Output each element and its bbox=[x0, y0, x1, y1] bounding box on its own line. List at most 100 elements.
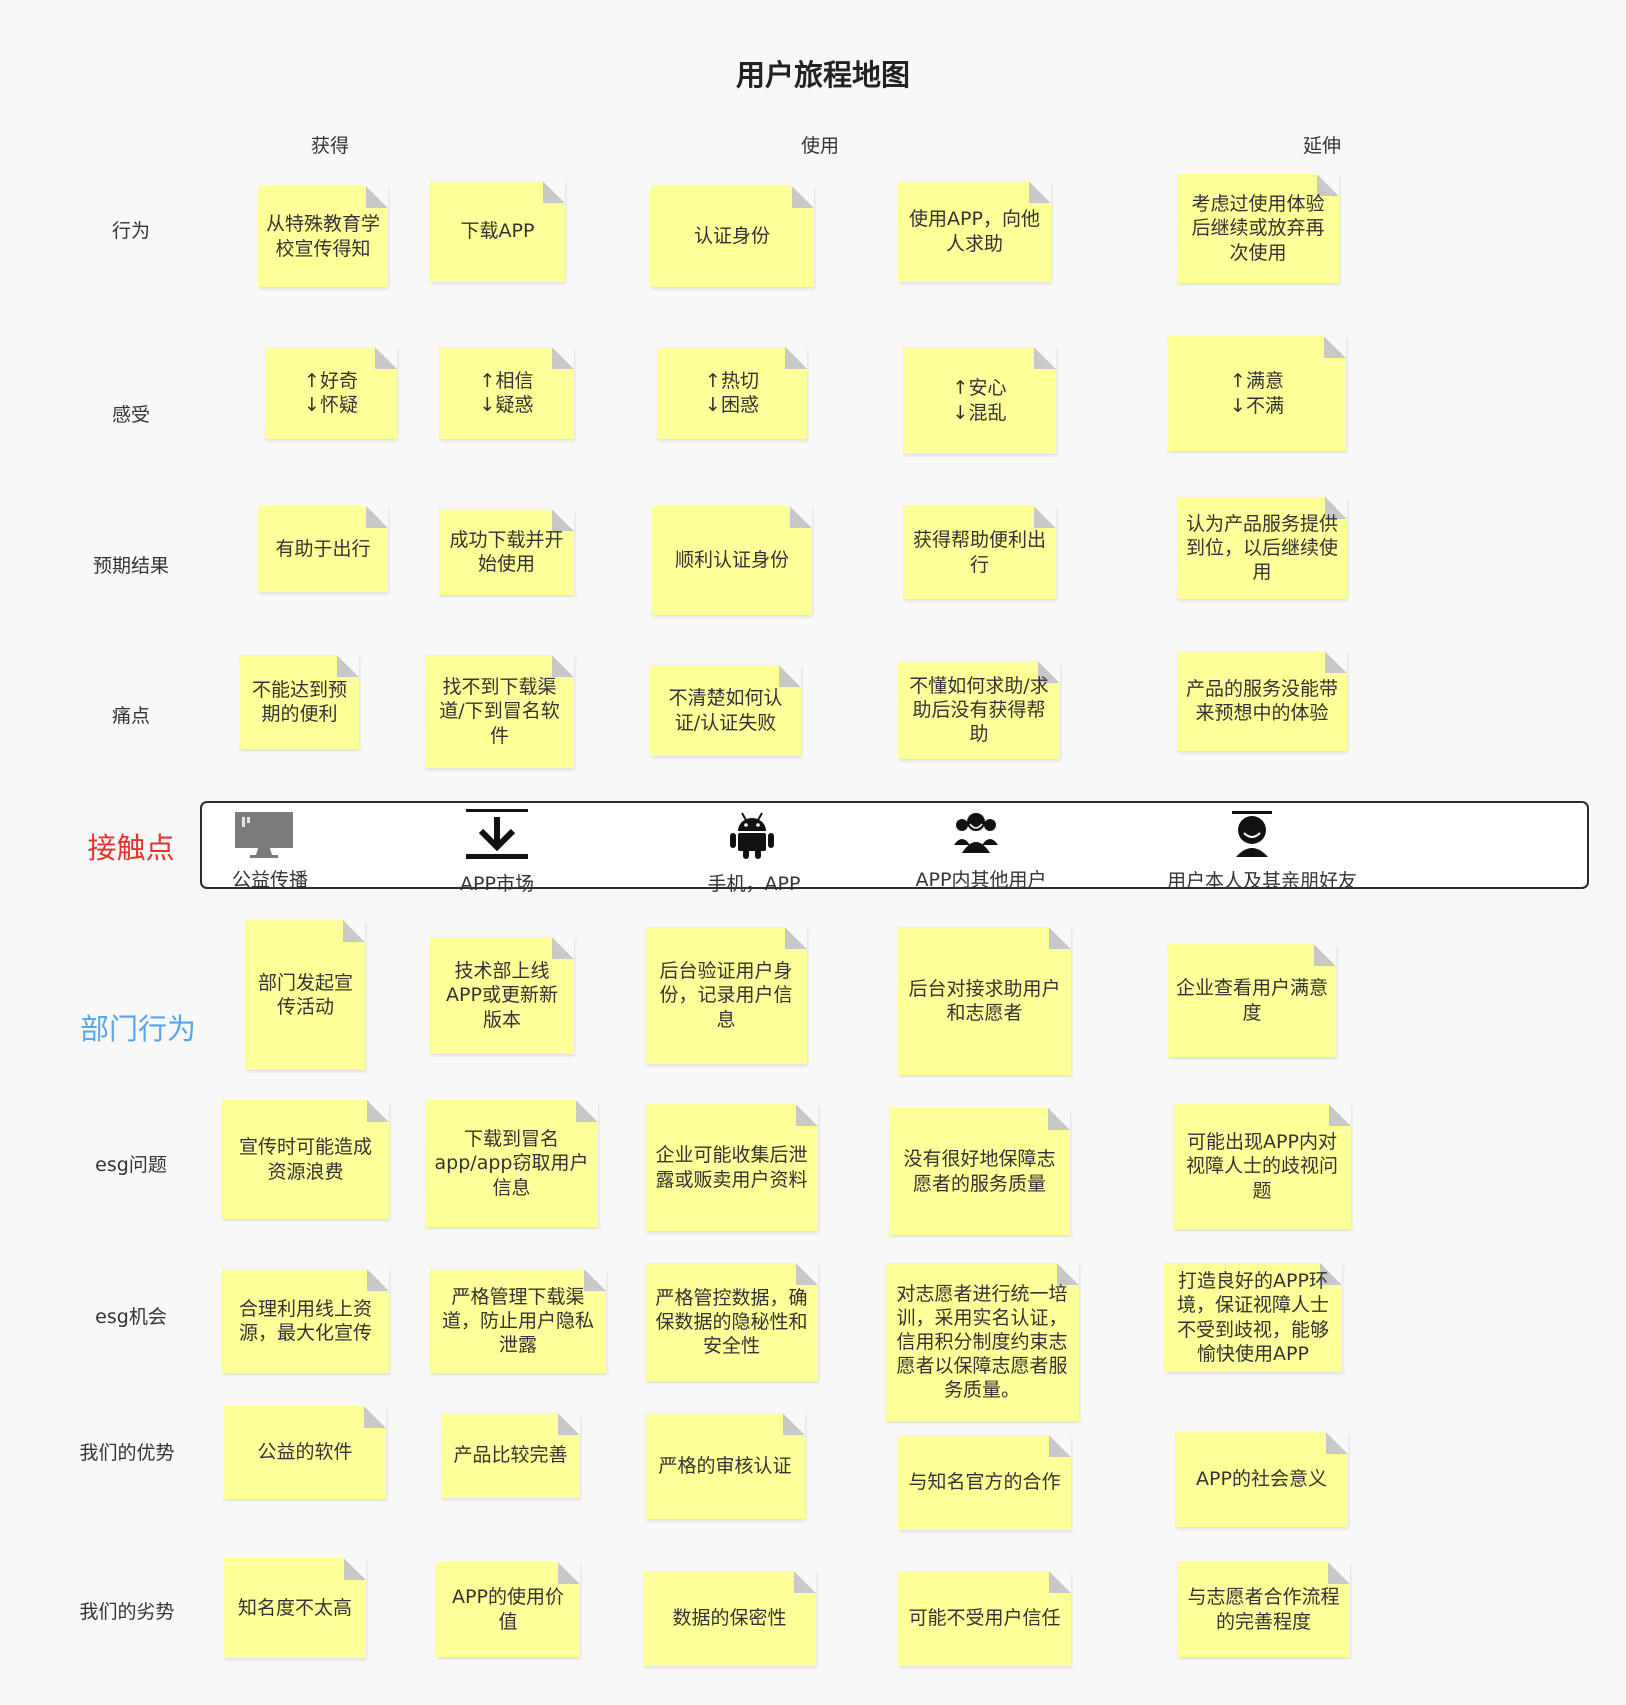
sticky-note: 对志愿者进行统一培训，采用实名认证，信用积分制度约束志愿者以保障志愿者服务质量。 bbox=[885, 1263, 1079, 1421]
sticky-note-text: 下载到冒名app/app窃取用户信息 bbox=[434, 1128, 589, 1199]
sticky-note: 从特殊教育学校宣传得知 bbox=[258, 186, 388, 287]
touchpoint-label: APP内其他用户 bbox=[915, 869, 1047, 891]
sticky-note-text: 从特殊教育学校宣传得知 bbox=[266, 213, 381, 260]
sticky-note-text: 可能出现APP内对视障人士的歧视问题 bbox=[1185, 1131, 1338, 1202]
sticky-note: 数据的保密性 bbox=[643, 1571, 816, 1666]
sticky-note-text: ↑好奇 ↓怀疑 bbox=[304, 369, 358, 416]
sticky-note-text: 后台验证用户身份，记录用户信息 bbox=[659, 960, 793, 1031]
sticky-note-text: 严格的审核认证 bbox=[658, 1454, 792, 1477]
sticky-note: 合理利用线上资源，最大化宣传 bbox=[222, 1269, 389, 1373]
sticky-note-text: 使用APP，向他人求助 bbox=[909, 208, 1040, 255]
sticky-note: 下载APP bbox=[430, 181, 565, 282]
sticky-note: 产品比较完善 bbox=[441, 1413, 580, 1498]
sticky-note-text: 企业可能收集后泄露或贩卖用户资料 bbox=[655, 1144, 808, 1191]
sticky-note-text: ↑满意 ↓不满 bbox=[1230, 370, 1284, 417]
sticky-note: ↑热切 ↓困惑 bbox=[657, 347, 807, 439]
sticky-note: 企业查看用户满意度 bbox=[1168, 944, 1336, 1057]
sticky-note: 宣传时可能造成资源浪费 bbox=[222, 1100, 389, 1219]
sticky-note-text: 不清楚如何认证/认证失败 bbox=[668, 687, 783, 734]
android-icon bbox=[729, 811, 775, 859]
sticky-note: ↑满意 ↓不满 bbox=[1168, 336, 1346, 451]
user-group-icon bbox=[954, 811, 998, 853]
sticky-note-text: 下载APP bbox=[460, 220, 535, 243]
sticky-note: 严格管控数据，确保数据的隐秘性和安全性 bbox=[645, 1263, 818, 1381]
monitor-icon bbox=[234, 811, 294, 859]
touchpoint-label: 公益传播 bbox=[231, 869, 308, 891]
sticky-note: APP的社会意义 bbox=[1175, 1432, 1348, 1527]
sticky-note-text: 获得帮助便利出行 bbox=[912, 529, 1046, 576]
sticky-note-text: 严格管理下载渠道，防止用户隐私泄露 bbox=[441, 1285, 594, 1357]
sticky-note-text: APP的使用价值 bbox=[452, 1586, 564, 1633]
sticky-note-text: 可能不受用户信任 bbox=[908, 1607, 1061, 1630]
sticky-note-text: 与知名官方的合作 bbox=[908, 1471, 1061, 1494]
row-label-feeling: 感受 bbox=[111, 404, 150, 426]
sticky-note: 严格的审核认证 bbox=[645, 1413, 805, 1519]
phase-label-use: 使用 bbox=[800, 135, 839, 157]
sticky-note-text: 顺利认证身份 bbox=[674, 549, 789, 572]
sticky-note-text: 找不到下载渠道/下到冒名软件 bbox=[439, 676, 560, 747]
sticky-note: 使用APP，向他人求助 bbox=[898, 181, 1051, 282]
sticky-note-text: 有助于出行 bbox=[275, 537, 371, 560]
phase-label-extend: 延伸 bbox=[1302, 135, 1341, 157]
sticky-note: 技术部上线APP或更新新版本 bbox=[430, 937, 574, 1054]
row-label-expected-result: 预期结果 bbox=[92, 555, 169, 577]
sticky-note: 严格管理下载渠道，防止用户隐私泄露 bbox=[430, 1269, 606, 1373]
phase-label-acquire: 获得 bbox=[310, 135, 349, 157]
sticky-note-text: 不能达到预期的便利 bbox=[251, 678, 347, 725]
sticky-note-text: 对志愿者进行统一培训，采用实名认证，信用积分制度约束志愿者以保障志愿者服务质量。 bbox=[896, 1282, 1068, 1402]
sticky-note-text: 产品比较完善 bbox=[453, 1444, 568, 1467]
sticky-note-text: 严格管控数据，确保数据的隐秘性和安全性 bbox=[655, 1286, 808, 1358]
sticky-note-text: ↑相信 ↓疑惑 bbox=[479, 369, 534, 416]
sticky-note: 成功下载并开始使用 bbox=[439, 509, 574, 595]
sticky-note: 后台验证用户身份，记录用户信息 bbox=[645, 927, 807, 1064]
user-icon bbox=[1232, 811, 1272, 857]
sticky-note: 认为产品服务提供到位，以后继续使用 bbox=[1177, 497, 1347, 599]
sticky-note: 顺利认证身份 bbox=[652, 506, 812, 615]
sticky-note-text: 不懂如何求助/求助后没有获得帮助 bbox=[909, 674, 1049, 746]
sticky-note: 可能出现APP内对视障人士的歧视问题 bbox=[1173, 1104, 1351, 1229]
row-label-esg-issue: esg问题 bbox=[95, 1154, 167, 1176]
sticky-note-text: 知名度不太高 bbox=[237, 1596, 352, 1619]
sticky-note: 知名度不太高 bbox=[224, 1558, 366, 1658]
sticky-note: 有助于出行 bbox=[258, 506, 388, 592]
sticky-note-text: 认为产品服务提供到位，以后继续使用 bbox=[1185, 512, 1338, 584]
sticky-note: 不懂如何求助/求助后没有获得帮助 bbox=[898, 661, 1060, 759]
sticky-note: ↑好奇 ↓怀疑 bbox=[265, 347, 397, 439]
download-icon bbox=[466, 809, 528, 859]
sticky-note: 产品的服务没能带来预想中的体验 bbox=[1177, 651, 1347, 751]
row-label-weaknesses: 我们的劣势 bbox=[79, 1601, 175, 1623]
sticky-note-text: 没有很好地保障志愿者的服务质量 bbox=[903, 1148, 1056, 1195]
sticky-note-text: 合理利用线上资源，最大化宣传 bbox=[238, 1297, 372, 1344]
sticky-note-text: ↑安心 ↓混乱 bbox=[952, 377, 1007, 424]
row-label-behavior: 行为 bbox=[111, 220, 150, 242]
sticky-note-text: 认证身份 bbox=[693, 225, 770, 248]
sticky-note-text: 与志愿者合作流程的完善程度 bbox=[1187, 1586, 1340, 1633]
row-label-touchpoint: 接触点 bbox=[87, 831, 175, 865]
sticky-note: 考虑过使用体验后继续或放弃再次使用 bbox=[1177, 174, 1339, 283]
sticky-note: 与志愿者合作流程的完善程度 bbox=[1177, 1562, 1350, 1657]
sticky-note-text: ↑热切 ↓困惑 bbox=[705, 369, 759, 416]
sticky-note: 没有很好地保障志愿者的服务质量 bbox=[889, 1108, 1070, 1235]
sticky-note-text: 企业查看用户满意度 bbox=[1176, 977, 1329, 1024]
sticky-note-text: 数据的保密性 bbox=[672, 1607, 787, 1630]
sticky-note-text: 后台对接求助用户和志愿者 bbox=[908, 977, 1061, 1024]
touchpoint-label: 用户本人及其亲朋好友 bbox=[1166, 870, 1357, 892]
sticky-note-text: 宣传时可能造成资源浪费 bbox=[238, 1136, 372, 1183]
sticky-note: 不清楚如何认证/认证失败 bbox=[650, 665, 801, 756]
sticky-note: 部门发起宣传活动 bbox=[246, 920, 365, 1070]
sticky-note: 企业可能收集后泄露或贩卖用户资料 bbox=[645, 1104, 818, 1231]
sticky-note: 不能达到预期的便利 bbox=[240, 655, 359, 749]
touchpoint-label: APP市场 bbox=[460, 873, 534, 895]
sticky-note-text: 成功下载并开始使用 bbox=[449, 528, 564, 575]
sticky-note: 与知名官方的合作 bbox=[898, 1435, 1071, 1530]
sticky-note: 可能不受用户信任 bbox=[898, 1571, 1071, 1666]
sticky-note: 认证身份 bbox=[650, 186, 814, 287]
touchpoint-panel bbox=[200, 801, 1589, 889]
sticky-note: 公益的软件 bbox=[224, 1406, 386, 1499]
sticky-note: 后台对接求助用户和志愿者 bbox=[898, 927, 1071, 1075]
sticky-note-text: 打造良好的APP环境，保证视障人士不受到歧视，能够愉快使用APP bbox=[1176, 1270, 1329, 1365]
sticky-note: 打造良好的APP环境，保证视障人士不受到歧视，能够愉快使用APP bbox=[1164, 1263, 1342, 1372]
sticky-note-text: 技术部上线APP或更新新版本 bbox=[446, 960, 558, 1031]
sticky-note-text: 部门发起宣传活动 bbox=[257, 971, 353, 1018]
sticky-note-text: 考虑过使用体验后继续或放弃再次使用 bbox=[1191, 193, 1325, 264]
